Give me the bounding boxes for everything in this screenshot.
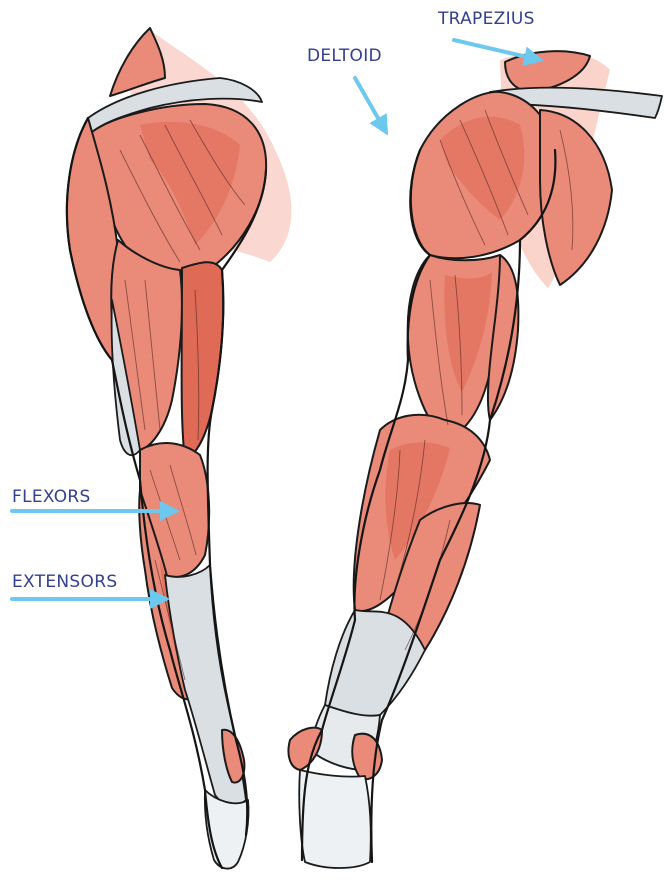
trapezius-arrow	[454, 40, 540, 60]
flexors-label: FLEXORS	[12, 487, 91, 507]
extensors-label: EXTENSORS	[12, 572, 117, 592]
right-arm-illustration	[288, 51, 662, 868]
extensors-callout: EXTENSORS	[12, 572, 166, 599]
left-triceps-lateral-muscle	[182, 262, 224, 460]
left-hand	[205, 790, 249, 869]
deltoid-arrow	[355, 78, 386, 132]
deltoid-callout: DELTOID	[307, 46, 386, 132]
left-arm-illustration	[67, 28, 292, 869]
right-forearm-tendons	[325, 610, 425, 716]
right-hand-muscle-a	[288, 728, 322, 770]
trapezius-callout: TRAPEZIUS	[437, 9, 540, 60]
right-hand	[299, 770, 371, 868]
trapezius-label: TRAPEZIUS	[437, 9, 535, 29]
deltoid-label: DELTOID	[307, 46, 382, 66]
